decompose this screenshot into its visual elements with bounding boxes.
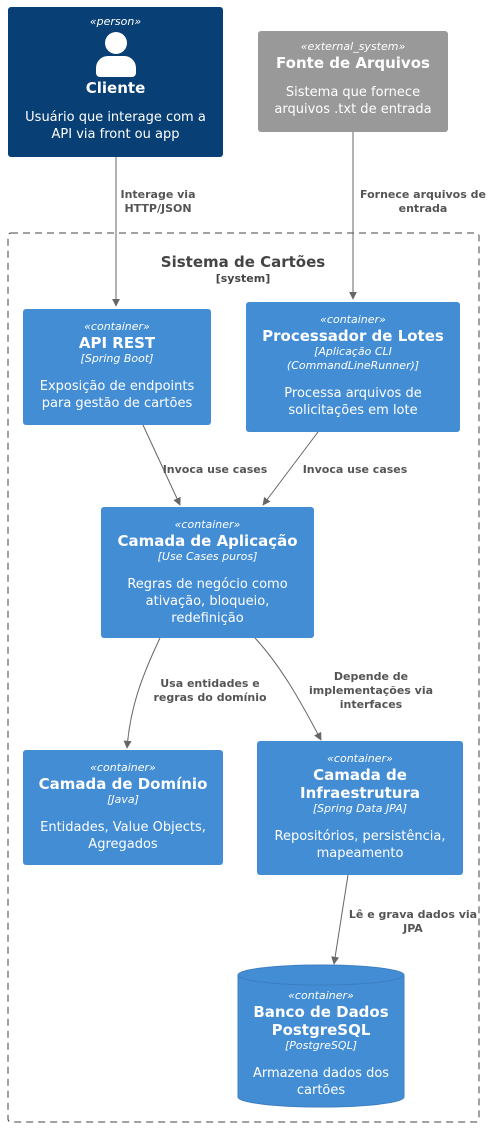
edge-aplicacao-dominio <box>123 637 161 749</box>
fonte-title: Fonte de Arquivos <box>276 54 430 72</box>
person-icon <box>95 32 136 78</box>
edge-label-cliente-api: Interage via HTTP/JSON <box>120 188 196 215</box>
system-boundary <box>7 232 480 1123</box>
aplicacao-stereotype: «container» <box>174 518 241 531</box>
api-stereotype: «container» <box>84 320 150 333</box>
banco-stereotype: «container» <box>288 989 354 1002</box>
node-camada-dominio[interactable]: «container» Camada de Domínio [Java] Ent… <box>23 750 223 865</box>
edge-aplicacao-infra <box>254 637 322 741</box>
edge-processador-aplicacao <box>262 431 319 506</box>
boundary-type: [system] <box>215 272 271 285</box>
dominio-title: Camada de Domínio <box>38 775 208 793</box>
node-camada-infraestrutura[interactable]: «container» Camada de Infraestrutura [Sp… <box>257 741 463 875</box>
boundary-title: Sistema de Cartões <box>160 253 326 271</box>
edge-label-aplicacao-dominio: Usa entidades e regras do domínio <box>153 677 267 704</box>
fonte-description: Sistema que fornece arquivos .txt de ent… <box>274 85 432 117</box>
database-cylinder <box>237 964 405 1108</box>
dominio-description: Entidades, Value Objects, Agregados <box>40 820 206 852</box>
node-api-rest[interactable]: «container» API REST [Spring Boot] Expos… <box>23 309 211 425</box>
banco-tech: [PostgreSQL] <box>284 1039 358 1052</box>
cliente-description: Usuário que interage com a API via front… <box>25 110 206 142</box>
cliente-title: Cliente <box>85 79 146 97</box>
edge-infra-banco <box>331 874 349 965</box>
node-camada-aplicacao[interactable]: «container» Camada de Aplicação [Use Cas… <box>101 507 314 638</box>
processador-title: Processador de Lotes <box>262 327 444 345</box>
cliente-stereotype: «person» <box>89 15 142 28</box>
infra-description: Repositórios, persistência, mapeamento <box>274 829 446 861</box>
fonte-stereotype: «external_system» <box>300 40 406 53</box>
aplicacao-tech: [Use Cases puros] <box>157 550 258 563</box>
node-processador-lotes[interactable]: «container» Processador de Lotes [Aplica… <box>246 302 460 432</box>
edge-label-fonte-processador: Fornece arquivos de entrada <box>360 188 486 215</box>
infra-title: Camada de Infraestrutura <box>299 766 421 802</box>
node-cliente[interactable]: «person» Cliente Usuário que interage co… <box>8 7 223 157</box>
processador-stereotype: «container» <box>320 313 386 326</box>
dominio-stereotype: «container» <box>90 761 156 774</box>
edge-label-infra-banco: Lê e grava dados via JPA <box>348 908 478 935</box>
banco-title: Banco de Dados PostgreSQL <box>253 1003 389 1039</box>
edge-label-api-aplicacao: Invoca use cases <box>162 463 268 476</box>
edge-api-aplicacao <box>142 424 181 506</box>
aplicacao-title: Camada de Aplicação <box>117 532 298 550</box>
infra-stereotype: «container» <box>327 752 393 765</box>
node-banco-dados[interactable]: «container» Banco de Dados PostgreSQL [P… <box>238 987 404 1107</box>
banco-description: Armazena dados dos cartões <box>252 1066 390 1098</box>
edge-label-aplicacao-infra: Depende de implementações via interfaces <box>308 670 434 711</box>
api-title: API REST <box>78 334 156 352</box>
processador-description: Processa arquivos de solicitações em lot… <box>284 386 422 418</box>
edge-label-processador-aplicacao: Invoca use cases <box>302 463 408 476</box>
infra-tech: [Spring Data JPA] <box>312 802 408 815</box>
dominio-tech: [Java] <box>107 793 139 806</box>
processador-tech: [Aplicação CLI (CommandLineRunner)] <box>286 345 420 372</box>
api-tech: [Spring Boot] <box>80 352 154 365</box>
api-description: Exposição de endpoints para gestão de ca… <box>39 379 195 411</box>
aplicacao-description: Regras de negócio como ativação, bloquei… <box>127 577 288 626</box>
node-fonte-arquivos[interactable]: «external_system» Fonte de Arquivos Sist… <box>258 31 448 132</box>
